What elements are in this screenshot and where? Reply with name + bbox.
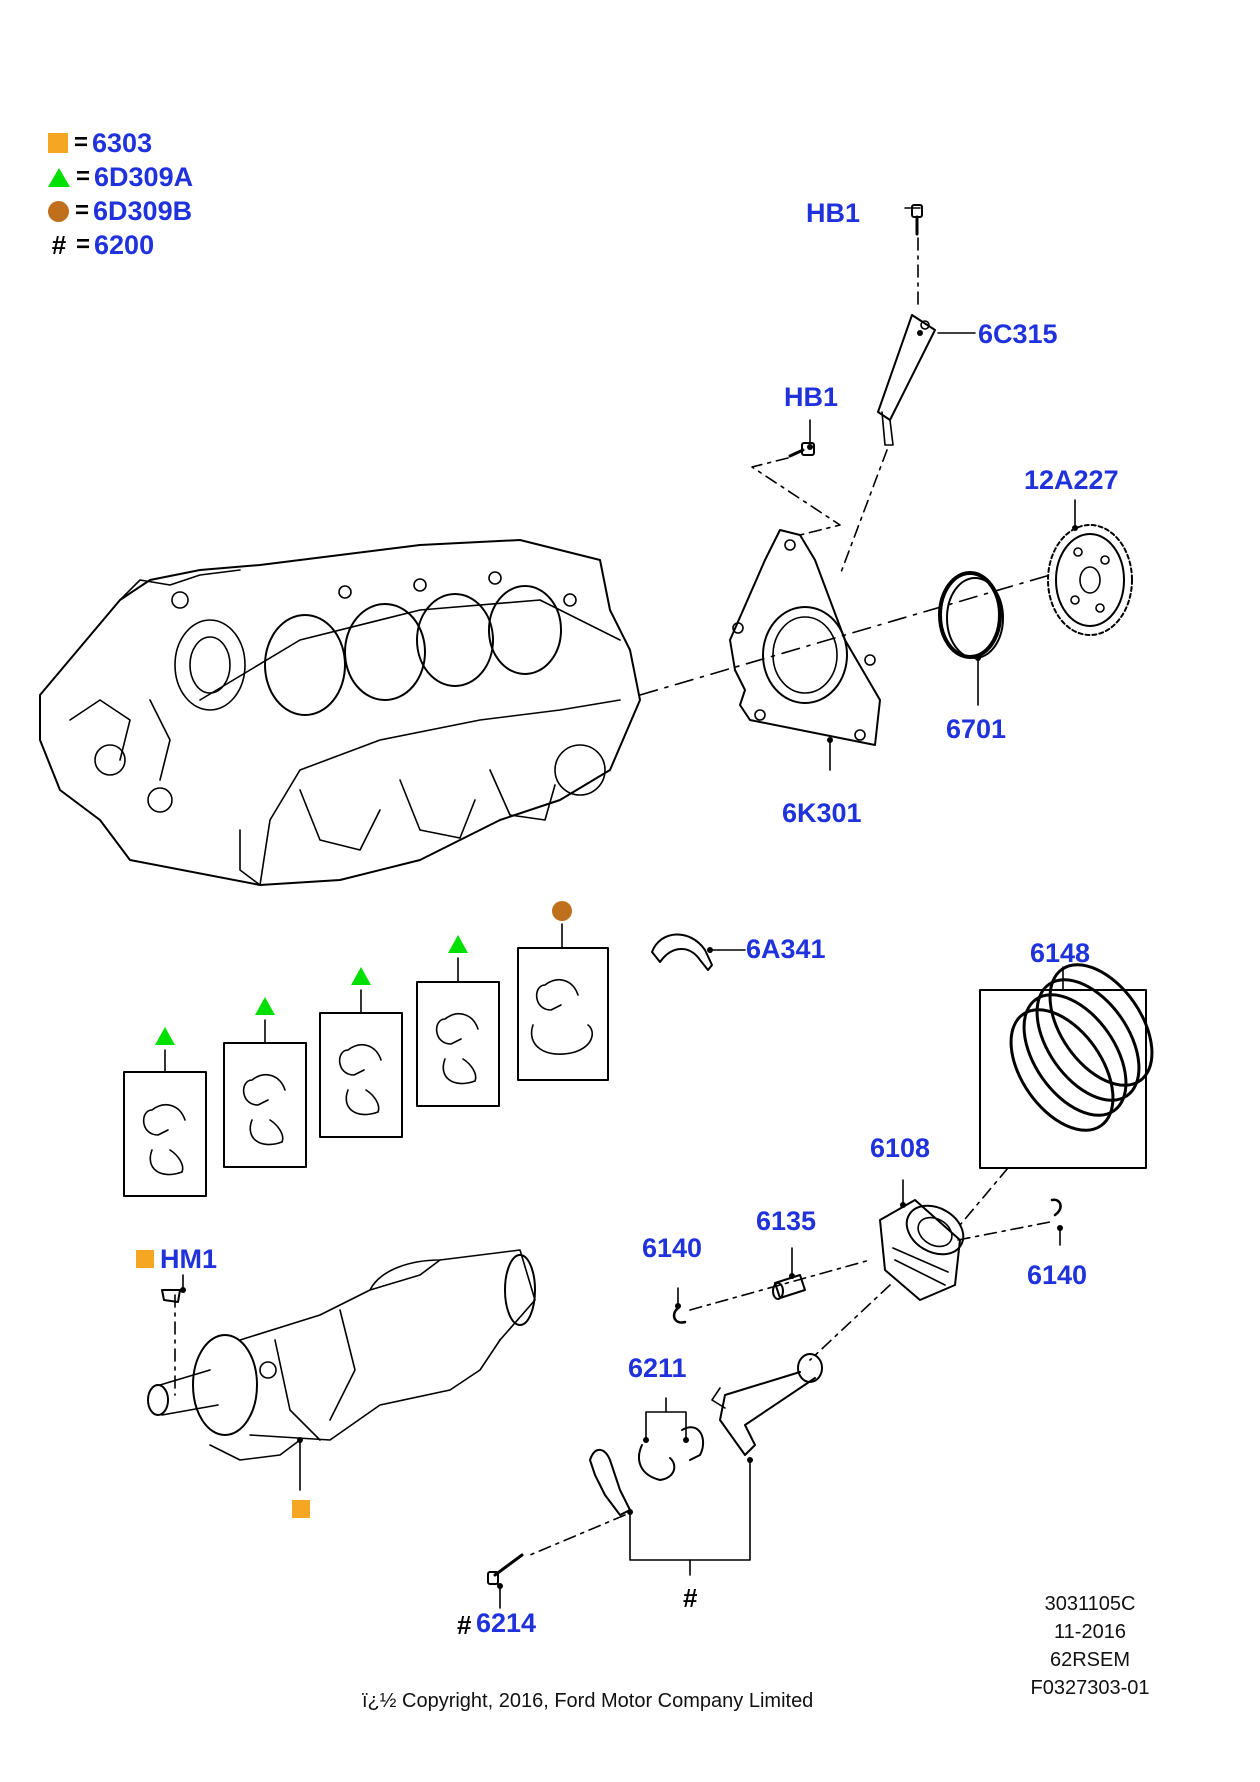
piston-pin-6135 — [772, 1274, 806, 1300]
rod-bolt-6214 — [487, 1553, 524, 1585]
legend-item-square: = 6303 — [48, 128, 152, 158]
callout-6k301: 6K301 — [782, 798, 862, 828]
callout-6140-left: 6140 — [642, 1233, 703, 1263]
callout-6135: 6135 — [756, 1206, 817, 1236]
hm1-square-icon — [136, 1250, 154, 1268]
square-marker-icon — [48, 133, 68, 153]
connecting-rod — [711, 1353, 823, 1456]
bearing-markers — [155, 901, 572, 1045]
engine-block-illustration — [39, 539, 641, 886]
callout-6148: 6148 — [1030, 938, 1091, 968]
ref-code: 62RSEM — [1049, 1649, 1131, 1671]
hash-marker-icon: # — [51, 229, 67, 260]
seal-6701 — [938, 571, 1004, 659]
callout-6140-right: 6140 — [1027, 1260, 1088, 1290]
triangle-marker-icon — [48, 167, 70, 187]
leader-dots — [180, 330, 1078, 1589]
piston-rings-6148 — [979, 963, 1154, 1169]
callout-hb1-mid: HB1 — [784, 382, 839, 412]
hash-marker-bottom: # — [683, 1583, 698, 1613]
ref-illustration-number: 3031105C — [1044, 1593, 1136, 1615]
bolt-hb1-top — [911, 204, 923, 236]
circle-marker-icon — [48, 200, 69, 222]
bolt-hb1-mid — [788, 442, 815, 458]
callout-6701: 6701 — [946, 714, 1007, 744]
rod-cap — [589, 1448, 631, 1516]
crankshaft — [147, 1249, 536, 1461]
bearing-box-3 — [319, 1012, 403, 1138]
reluctor-ring-12a227 — [1047, 524, 1133, 636]
legend-item-hash: # = 6200 — [48, 230, 154, 260]
rod-bearings-6211 — [638, 1426, 705, 1481]
callout-hb1-top: HB1 — [806, 198, 861, 228]
callout-12a227: 12A227 — [1024, 465, 1119, 495]
sensor-6c315 — [877, 314, 936, 446]
reference-info: 3031105C 11-2016 62RSEM F0327303-01 — [1000, 1590, 1180, 1702]
bearing-box-1 — [123, 1071, 207, 1197]
hash-marker-6214: # — [457, 1610, 472, 1640]
ref-figure-id: F0327303-01 — [1030, 1677, 1150, 1699]
callout-6108: 6108 — [870, 1133, 931, 1163]
callout-hm1: HM1 — [160, 1244, 218, 1274]
piston-6108 — [879, 1199, 965, 1301]
rear-cover-illustration — [729, 529, 881, 746]
bearing-box-4 — [416, 981, 500, 1107]
crankshaft-square-marker — [292, 1500, 310, 1518]
copyright-notice: ï¿½ Copyright, 2016, Ford Motor Company … — [362, 1690, 814, 1712]
legend-item-circle: = 6D309B — [48, 196, 192, 226]
callout-6214: 6214 — [476, 1608, 537, 1638]
bearing-box-5 — [517, 947, 609, 1081]
bearing-box-2 — [223, 1042, 307, 1168]
callout-6c315: 6C315 — [978, 319, 1058, 349]
callout-6211: 6211 — [628, 1353, 687, 1383]
ref-date: 11-2016 — [1054, 1621, 1126, 1643]
legend-item-triangle: = 6D309A — [48, 162, 193, 192]
callout-6a341: 6A341 — [746, 934, 826, 964]
